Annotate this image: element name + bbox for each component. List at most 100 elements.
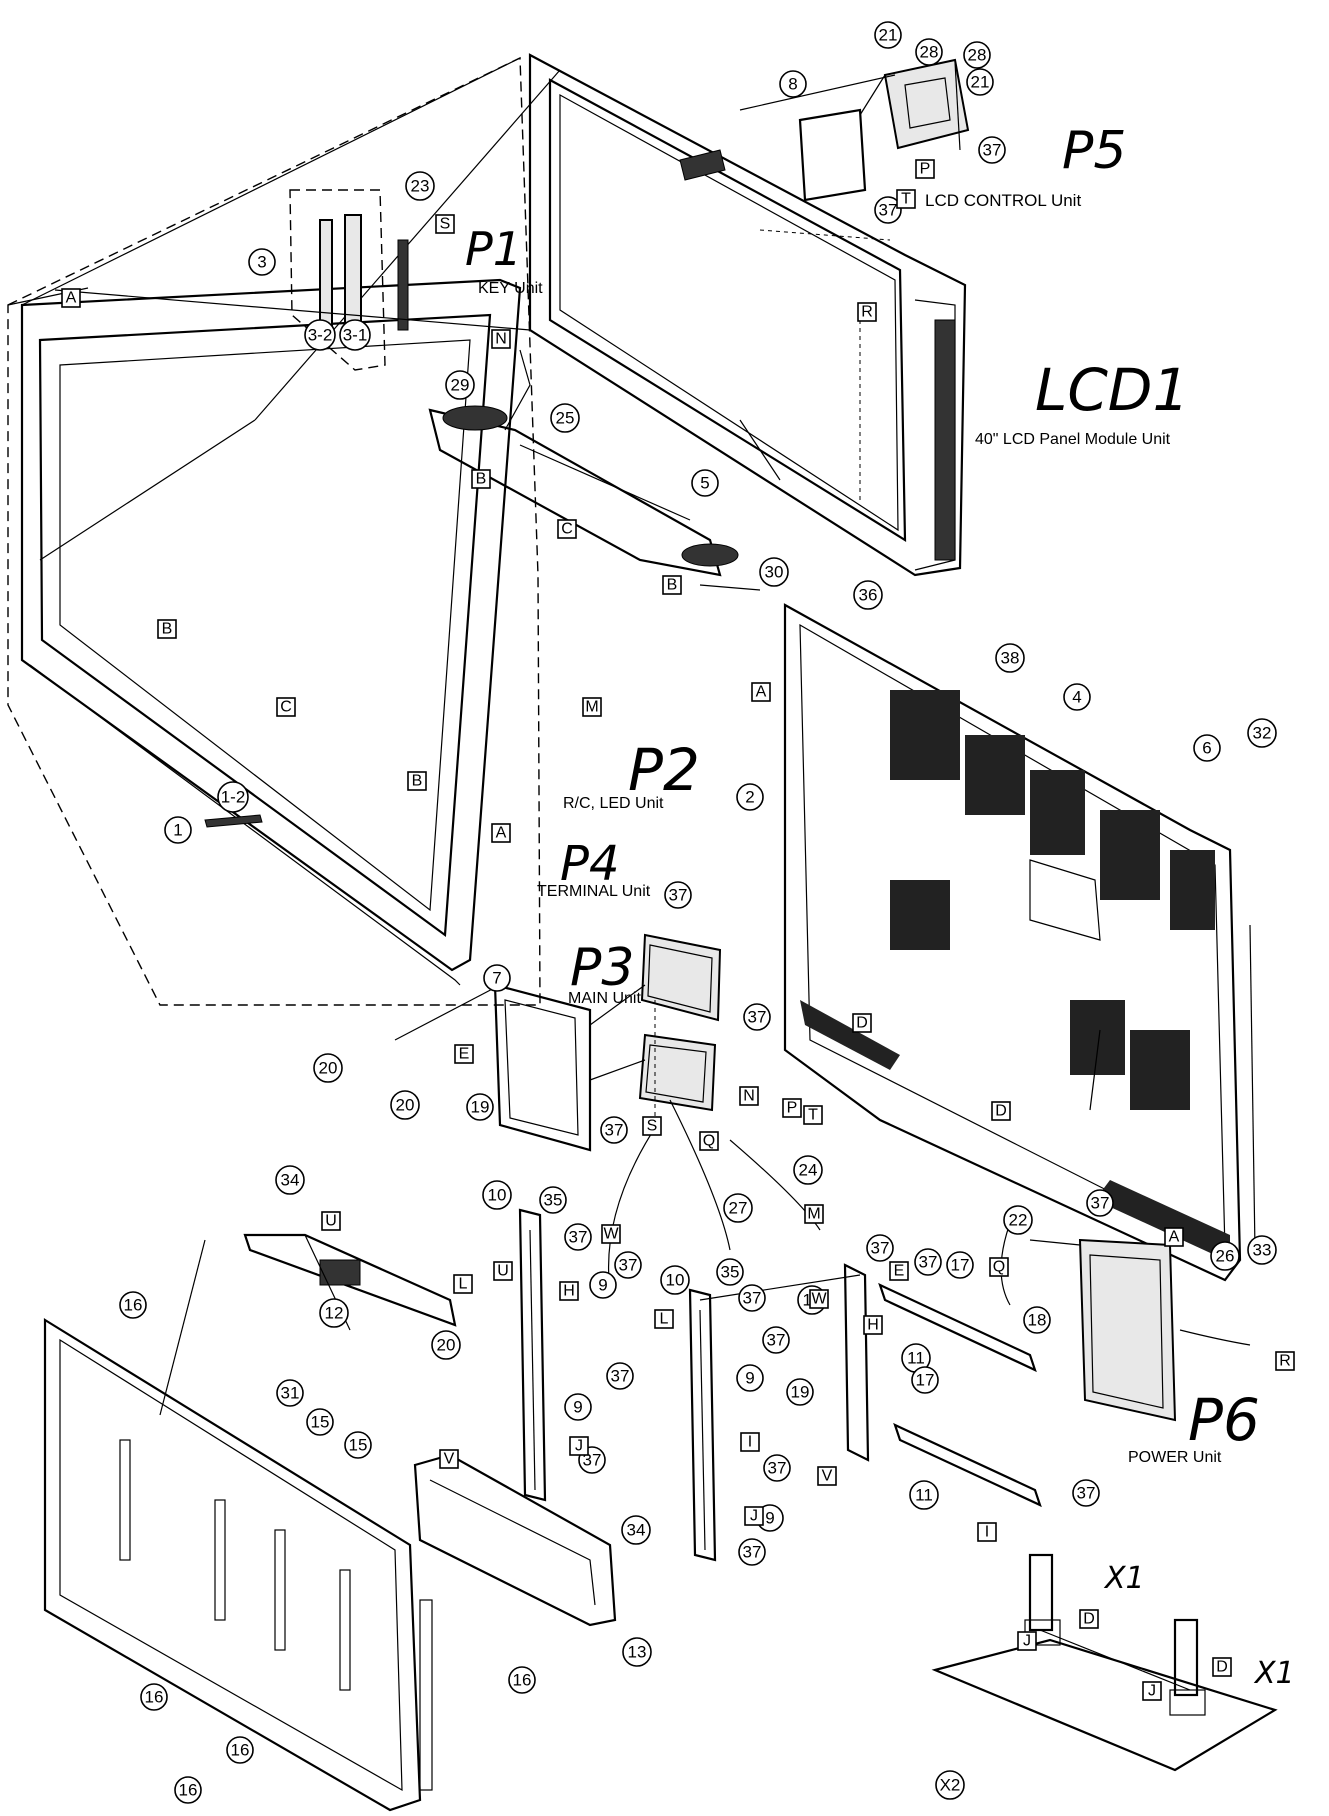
svg-text:D: D [995,1103,1007,1120]
callout-37q: 37 [1072,1479,1100,1507]
svg-text:9: 9 [598,1276,607,1295]
svg-text:25: 25 [556,409,575,428]
callout-37j: 37 [738,1284,766,1312]
svg-text:28: 28 [920,43,939,62]
callout-32: 32 [1247,718,1277,748]
callout-20a: 20 [313,1053,343,1083]
svg-text:37: 37 [1091,1194,1110,1213]
svg-text:D: D [1083,1611,1095,1628]
svg-text:10: 10 [488,1186,507,1205]
callout-10a: 10 [482,1180,512,1210]
tag-a2: A [491,823,511,843]
stand [931,1553,1278,1772]
svg-text:11: 11 [907,1349,925,1368]
svg-text:15: 15 [349,1436,368,1455]
callout-31: 31 [276,1379,304,1407]
callout-17b: 17 [911,1366,939,1394]
svg-text:13: 13 [628,1643,647,1662]
tag-v2: V [817,1466,837,1486]
svg-text:15: 15 [311,1413,330,1432]
svg-text:8: 8 [788,75,797,94]
svg-text:19: 19 [791,1383,810,1402]
svg-text:POWER Unit: POWER Unit [1128,1449,1222,1466]
bracket-12 [243,1233,457,1327]
leader-lines [7,57,1256,1416]
callout-21a: 21 [874,21,902,49]
svg-text:30: 30 [765,563,784,582]
svg-text:R: R [861,304,873,321]
svg-text:10: 10 [666,1271,685,1290]
svg-text:34: 34 [627,1521,646,1540]
svg-text:J: J [575,1438,583,1455]
svg-text:5: 5 [700,474,709,493]
callout-28b: 28 [963,41,991,69]
svg-text:16: 16 [124,1296,143,1315]
main-unit [638,1033,717,1112]
svg-text:37: 37 [605,1121,624,1140]
svg-text:36: 36 [859,586,878,605]
tag-c1: C [557,519,577,539]
rear-chassis [783,603,1242,1282]
speaker-bar [428,405,739,577]
callout-27: 27 [723,1193,753,1223]
svg-text:2: 2 [745,788,754,807]
tag-b3: B [157,619,177,639]
svg-text:P4: P4 [560,836,619,892]
callout-9a: 9 [589,1271,617,1299]
svg-text:MAIN Unit: MAIN Unit [568,990,641,1007]
tag-h2: H [863,1315,883,1335]
callout-37d: 37 [743,1003,771,1031]
tag-d2: D [991,1101,1011,1121]
callout-9c: 9 [736,1364,764,1392]
callout-37e: 37 [600,1116,628,1144]
svg-text:9: 9 [573,1398,582,1417]
svg-text:22: 22 [1009,1211,1028,1230]
svg-text:23: 23 [411,177,430,196]
svg-text:U: U [325,1213,337,1230]
tag-e1: E [454,1044,474,1064]
svg-text:20: 20 [396,1096,415,1115]
key-unit [289,189,409,371]
tag-q1: Q [699,1131,719,1151]
svg-text:P: P [787,1100,798,1117]
unit-label-x1-b: X1 [1253,1656,1295,1691]
svg-text:28: 28 [968,46,987,65]
svg-text:H: H [563,1283,575,1300]
svg-text:21: 21 [971,73,990,92]
callout-2: 2 [736,783,764,811]
svg-text:37: 37 [1077,1484,1096,1503]
svg-text:11: 11 [915,1486,933,1505]
svg-text:Q: Q [993,1259,1005,1276]
tag-l1: L [453,1274,473,1294]
callout-37p: 37 [1086,1189,1114,1217]
tag-t1: T [896,189,916,209]
tag-n2: N [739,1086,759,1106]
svg-text:37: 37 [619,1256,638,1275]
tag-j4: J [1142,1681,1162,1701]
svg-text:W: W [603,1226,619,1243]
svg-text:V: V [822,1468,833,1485]
svg-text:40" LCD Panel Module Unit: 40" LCD Panel Module Unit [975,431,1171,448]
tag-d3: D [1079,1609,1099,1629]
svg-text:1-2: 1-2 [221,788,246,807]
svg-text:16: 16 [513,1671,532,1690]
callout-4: 4 [1063,683,1091,711]
callout-37c: 37 [664,881,692,909]
bracket-13 [413,1453,617,1627]
callout-15b: 15 [344,1431,372,1459]
svg-text:3: 3 [257,253,266,272]
callout-37f: 37 [564,1223,592,1251]
svg-text:38: 38 [1001,649,1020,668]
svg-text:LCD CONTROL Unit: LCD CONTROL Unit [925,191,1081,210]
tag-b1: B [471,469,491,489]
tag-c2: C [276,697,296,717]
callout-12: 12 [319,1298,349,1328]
tag-s2: S [642,1116,662,1136]
front-bezel [7,56,561,1006]
svg-text:37: 37 [879,201,898,220]
svg-text:P3: P3 [570,938,634,998]
svg-text:37: 37 [669,886,688,905]
callout-30: 30 [759,557,789,587]
svg-text:A: A [756,684,767,701]
